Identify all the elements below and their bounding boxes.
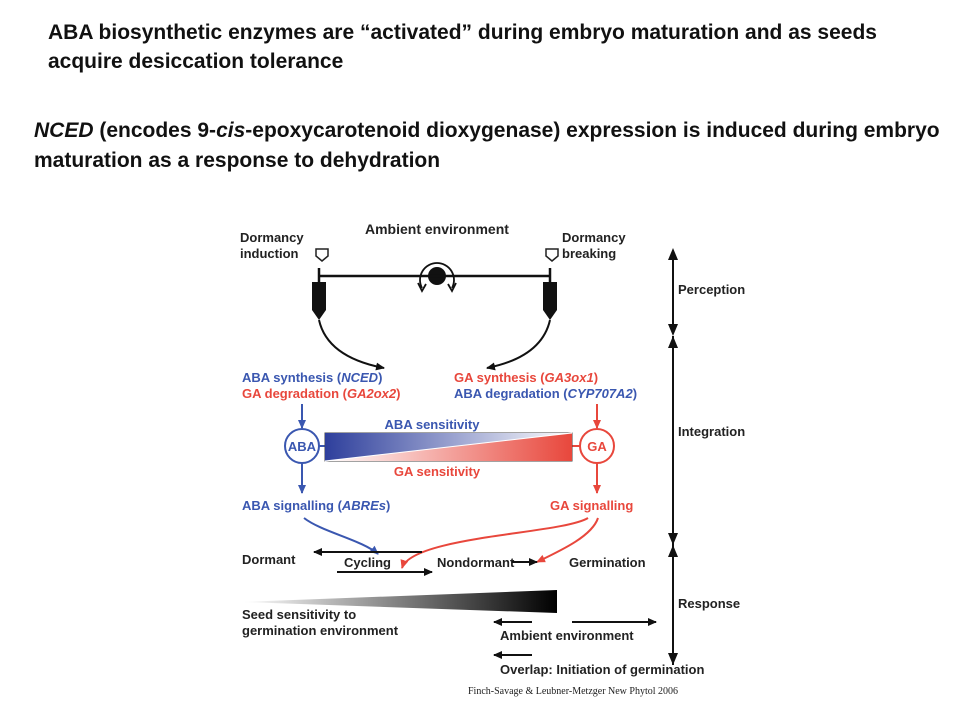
ambient-environment-bottom-label: Ambient environment <box>500 628 634 643</box>
figure-caption: Finch-Savage & Leubner-Metzger New Phyto… <box>468 686 679 697</box>
induction-arrow <box>318 319 385 371</box>
subheading-text-2: -epoxycarotenoid dioxygenase) expression… <box>34 119 940 172</box>
phase-perception-label: Perception <box>678 282 745 297</box>
ga-sensitivity-label: GA sensitivity <box>394 464 481 479</box>
seed-sensitivity-label-2: germination environment <box>242 623 399 638</box>
ga-signalling-arrow-germination <box>536 517 599 563</box>
dormancy-induction-pointer-icon <box>315 248 329 262</box>
dormancy-induction-label-2: induction <box>240 246 299 261</box>
dormancy-induction-label-1: Dormancy <box>240 230 304 245</box>
dormancy-diagram: Ambient environment Dormancy induction D… <box>232 210 772 685</box>
ga-degradation-label: GA degradation (GA2ox2) <box>242 386 400 401</box>
aba-node-label: ABA <box>288 439 317 454</box>
dormancy-breaking-label-1: Dormancy <box>562 230 626 245</box>
dormancy-diagram-svg: Ambient environment Dormancy induction D… <box>240 221 745 677</box>
overlap-label: Overlap: Initiation of germination <box>500 662 704 677</box>
aba-synthesis-label: ABA synthesis (NCED) <box>242 370 382 385</box>
slide-subheading: NCED (encodes 9-cis-epoxycarotenoid diox… <box>34 116 944 176</box>
seed-sensitivity-label-1: Seed sensitivity to <box>242 607 356 622</box>
dormancy-breaking-label-2: breaking <box>562 246 616 261</box>
aba-sensitivity-label: ABA sensitivity <box>385 417 481 432</box>
dormancy-breaking-pointer-icon <box>545 248 559 262</box>
phase-integration-label: Integration <box>678 424 745 439</box>
ambient-environment-label: Ambient environment <box>365 221 509 237</box>
aba-signalling-label: ABA signalling (ABREs) <box>242 498 390 513</box>
gene-name-nced: NCED <box>34 119 94 142</box>
seed-sensitivity-wedge <box>242 590 557 613</box>
ga-synthesis-label: GA synthesis (GA3ox1) <box>454 370 598 385</box>
subheading-text-1: (encodes 9- <box>93 119 217 142</box>
ga-signalling-arrow-cycling <box>400 517 589 569</box>
dormancy-induction-signal <box>312 282 326 320</box>
nondormant-label: Nondormant <box>437 555 515 570</box>
ga-signalling-label: GA signalling <box>550 498 633 513</box>
cis-term: cis <box>216 119 246 142</box>
aba-signalling-arrow <box>303 517 379 555</box>
cycling-label: Cycling <box>344 555 391 570</box>
slide-heading: ABA biosynthetic enzymes are “activated”… <box>48 21 877 73</box>
dormant-label: Dormant <box>242 552 296 567</box>
aba-degradation-label: ABA degradation (CYP707A2) <box>454 386 637 401</box>
ga-node-label: GA <box>587 439 607 454</box>
breaking-arrow <box>486 319 551 371</box>
phase-response-label: Response <box>678 596 740 611</box>
germination-label: Germination <box>569 555 646 570</box>
dormancy-breaking-signal <box>543 282 557 320</box>
